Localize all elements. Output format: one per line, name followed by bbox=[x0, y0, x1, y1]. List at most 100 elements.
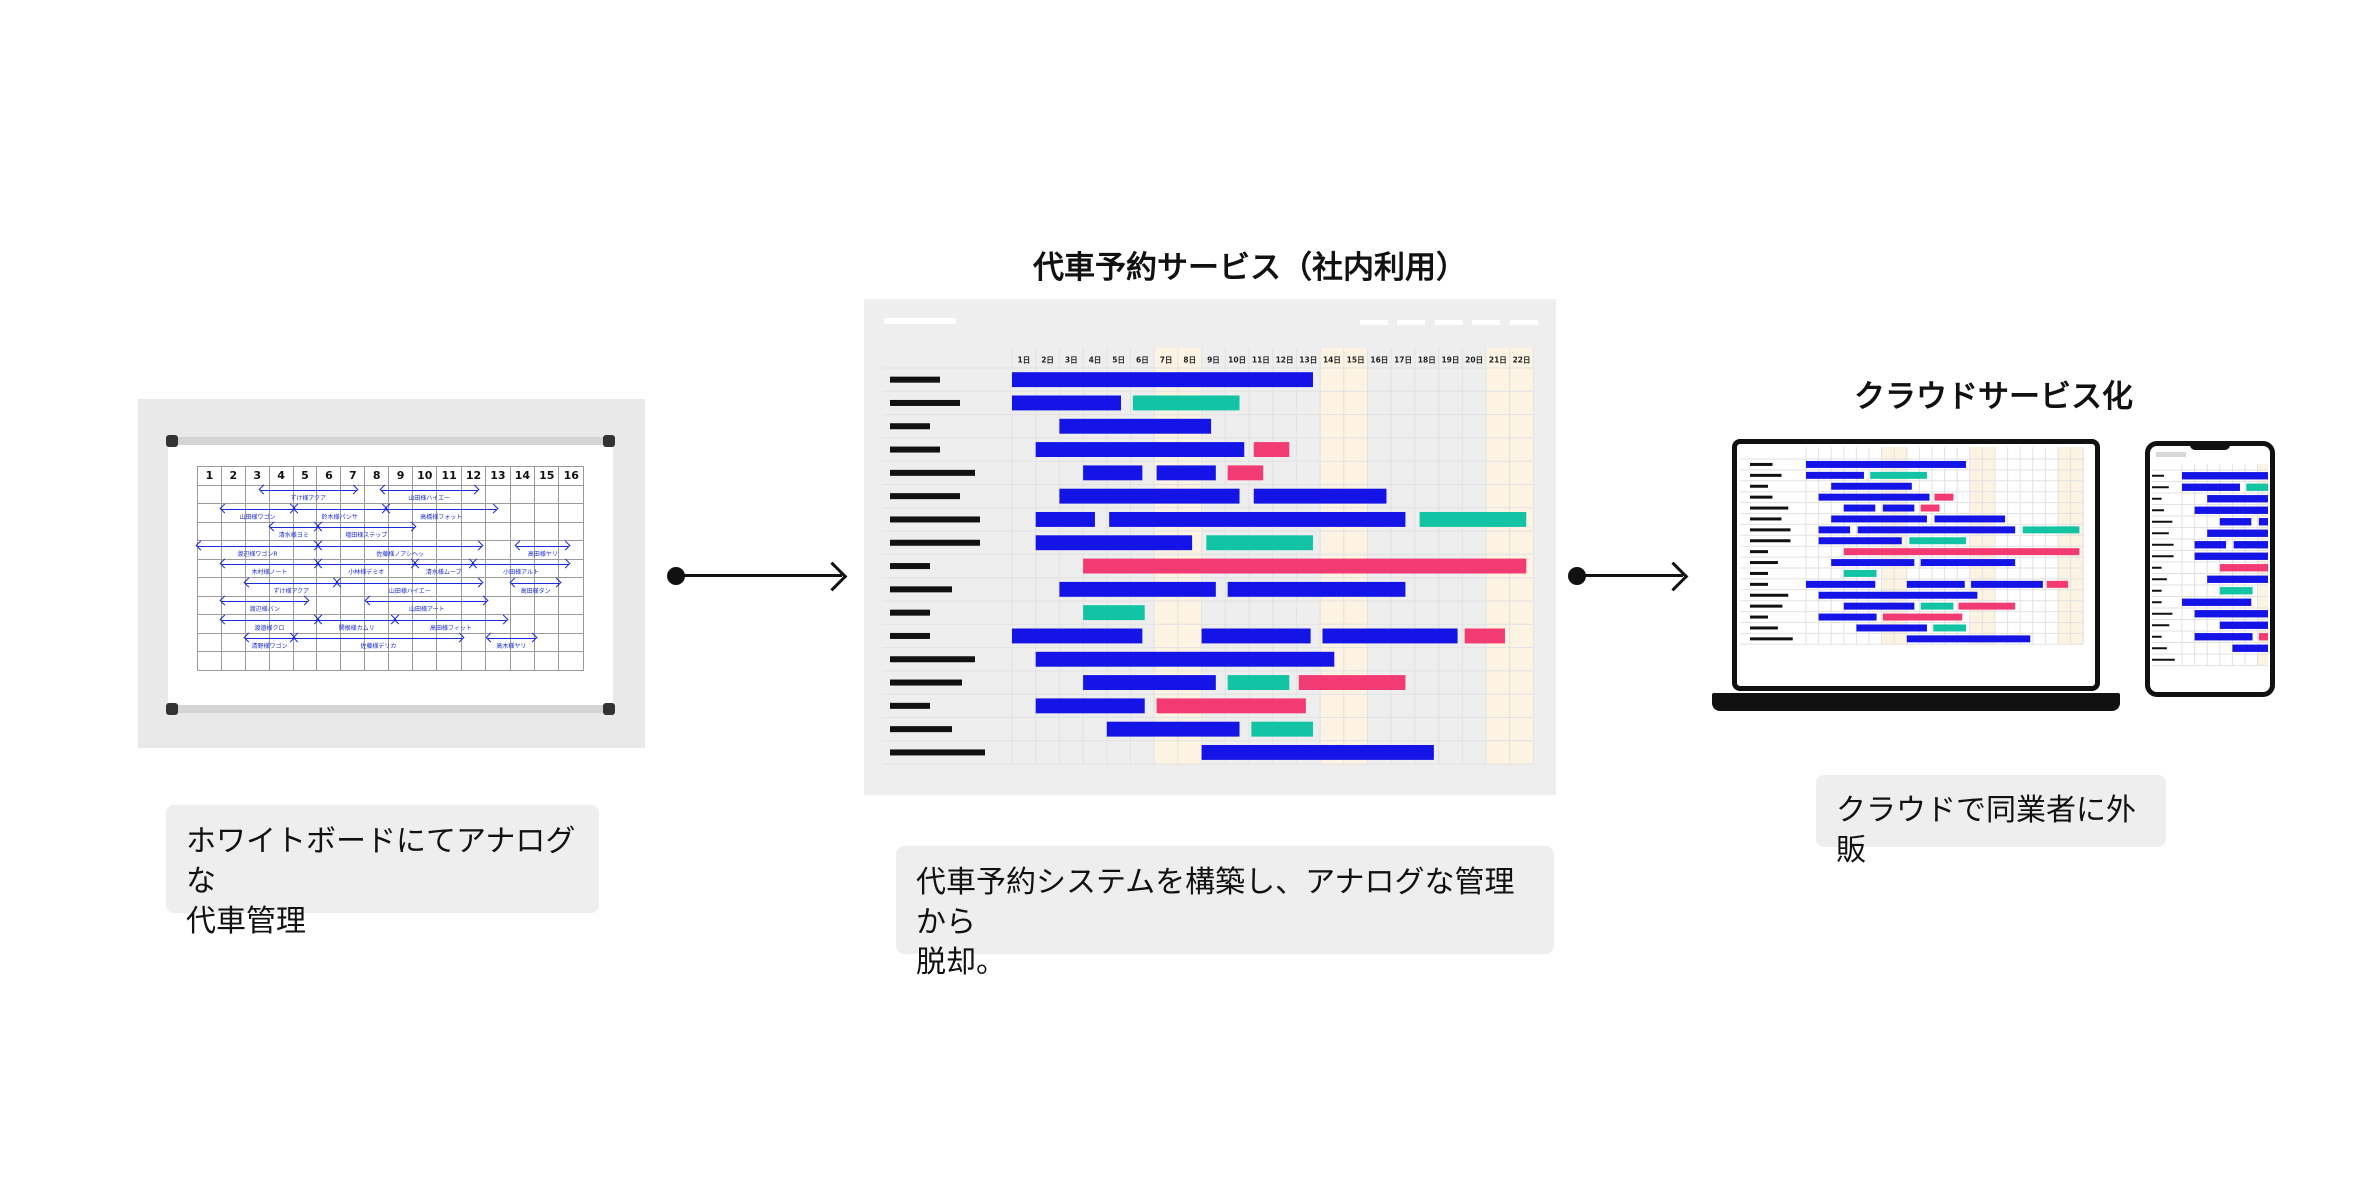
vehicle-name-placeholder bbox=[2152, 509, 2164, 512]
reservation-bar bbox=[1227, 675, 1290, 691]
whiteboard-cell bbox=[558, 595, 584, 615]
vehicle-name-placeholder bbox=[1750, 484, 1768, 488]
vehicle-name-placeholder bbox=[2152, 566, 2162, 569]
whiteboard-note-text: 佐藤様デリカ bbox=[360, 643, 397, 650]
whiteboard-reservation-arrow: 佐藤様ノアシヘッ bbox=[317, 545, 483, 559]
whiteboard-cell bbox=[460, 632, 487, 652]
vehicle-name-placeholder bbox=[890, 632, 930, 639]
reservation-bar bbox=[1012, 628, 1143, 644]
whiteboard-cell bbox=[316, 595, 342, 615]
reservation-bar bbox=[2194, 506, 2268, 514]
reservation-bar bbox=[1132, 395, 1240, 411]
whiteboard-cell bbox=[292, 651, 318, 671]
day-header-label: 14日 bbox=[1323, 355, 1341, 364]
whiteboard-cell bbox=[534, 614, 560, 634]
whiteboard-arrow-line bbox=[317, 564, 415, 565]
reservation-bar bbox=[1882, 504, 1915, 512]
reservation-bar bbox=[1109, 511, 1406, 527]
whiteboard-arrow-line bbox=[293, 508, 386, 510]
reservation-bar bbox=[1206, 535, 1313, 551]
whiteboard-cell bbox=[558, 614, 584, 634]
reservation-bar bbox=[1920, 602, 1954, 610]
whiteboard-day-label: 7 bbox=[340, 466, 366, 486]
reservation-bar bbox=[1843, 548, 2080, 556]
reservation-bar bbox=[1201, 628, 1311, 644]
whiteboard-day-label: 4 bbox=[268, 466, 294, 486]
reservation-bar bbox=[2182, 472, 2268, 480]
whiteboard-arrow-line bbox=[337, 582, 483, 584]
whiteboard-cell bbox=[534, 484, 560, 504]
whiteboard-arrow-line bbox=[197, 545, 318, 547]
vehicle-name-placeholder bbox=[1750, 528, 1791, 532]
menu-placeholder bbox=[1435, 320, 1463, 325]
whiteboard-cell bbox=[316, 651, 342, 671]
vehicle-name-placeholder bbox=[1750, 637, 1793, 641]
whiteboard-day-label: 15 bbox=[534, 466, 560, 486]
vehicle-name-placeholder bbox=[2152, 647, 2167, 650]
reservation-bar bbox=[2258, 518, 2268, 526]
reservation-bar bbox=[1856, 624, 1927, 632]
whiteboard-note-text: 清水様ヨミ bbox=[278, 532, 309, 539]
weekend-column bbox=[1509, 348, 1534, 765]
whiteboard-reservation-arrow: 小田様アルト bbox=[472, 563, 570, 577]
vehicle-name-placeholder bbox=[1750, 550, 1768, 554]
reservation-bar bbox=[2219, 621, 2268, 629]
whiteboard-arrow-line bbox=[385, 508, 497, 510]
day-header-label: 17日 bbox=[1394, 355, 1412, 364]
whiteboard-cell bbox=[197, 484, 222, 504]
whiteboard-cell bbox=[220, 521, 246, 541]
day-header-label: 9日 bbox=[1207, 355, 1220, 364]
whiteboard-arrow-line bbox=[414, 564, 473, 565]
vehicle-name-placeholder bbox=[890, 726, 952, 733]
whiteboard-arrow-line bbox=[221, 619, 318, 621]
day-header-label: 20日 bbox=[1465, 355, 1483, 364]
reservation-bar bbox=[2194, 552, 2268, 560]
reservation-bar bbox=[2219, 564, 2268, 572]
whiteboard-note-text: 山田様ハイエー bbox=[388, 587, 431, 595]
whiteboard-note-text: 小田様アルト bbox=[503, 569, 540, 576]
laptop-base bbox=[1712, 693, 2120, 711]
reservation-bar bbox=[1083, 465, 1143, 481]
vehicle-name-placeholder bbox=[1750, 571, 1768, 575]
whiteboard-arrow-line bbox=[293, 638, 464, 639]
vehicle-name-placeholder bbox=[2152, 543, 2174, 546]
whiteboard-day-label: 6 bbox=[316, 466, 342, 486]
flow-arrowhead-icon bbox=[817, 561, 848, 592]
vehicle-name-placeholder bbox=[890, 563, 930, 570]
vehicle-name-placeholder bbox=[890, 493, 960, 500]
whiteboard-cell bbox=[558, 651, 584, 671]
whiteboard-note-text: 増田様ステップ bbox=[345, 532, 388, 539]
reservation-bar bbox=[2258, 633, 2268, 641]
whiteboard-day-label: 5 bbox=[292, 466, 318, 486]
reservation-bar bbox=[1464, 628, 1505, 644]
vehicle-name-placeholder bbox=[2152, 497, 2162, 500]
whiteboard-reservation-arrow: 高田様タン bbox=[511, 582, 560, 596]
whiteboard-cell bbox=[509, 595, 536, 615]
reservation-bar bbox=[2233, 541, 2268, 549]
whiteboard-reservation-arrow: 渡辺様ワゴンR bbox=[197, 545, 318, 559]
whiteboard-arrow-line bbox=[317, 545, 483, 547]
whiteboard-arrow-line bbox=[221, 508, 294, 510]
whiteboard-day-label: 11 bbox=[436, 466, 462, 486]
whiteboard-cell bbox=[197, 614, 222, 634]
whiteboard-arrow-line bbox=[487, 638, 536, 639]
whiteboard-day-label: 2 bbox=[220, 466, 246, 486]
menu-placeholder bbox=[1472, 320, 1500, 325]
reservation-bar bbox=[1227, 465, 1264, 481]
reservation-bar bbox=[1831, 515, 1927, 523]
whiteboard-cell bbox=[534, 651, 560, 671]
reservation-bar bbox=[1059, 488, 1240, 504]
weekend-column bbox=[1320, 348, 1344, 765]
whiteboard-reservation-arrow: 渡邉様クロ bbox=[221, 619, 318, 633]
day-header-label: 4日 bbox=[1089, 355, 1102, 364]
weekend-column bbox=[1982, 447, 1995, 645]
whiteboard-note-text: 山田様アート bbox=[408, 606, 445, 613]
stage1-caption: ホワイトボードにてアナログな 代車管理 bbox=[166, 805, 599, 939]
reservation-bar bbox=[1251, 721, 1313, 737]
whiteboard-note-text: 渡辺様バン bbox=[249, 606, 280, 613]
day-header-label: 13日 bbox=[1299, 355, 1317, 364]
whiteboard-reservation-arrow: 関根様カムリ bbox=[317, 619, 396, 633]
weekend-column bbox=[1486, 348, 1510, 765]
whiteboard-cell bbox=[244, 521, 270, 541]
